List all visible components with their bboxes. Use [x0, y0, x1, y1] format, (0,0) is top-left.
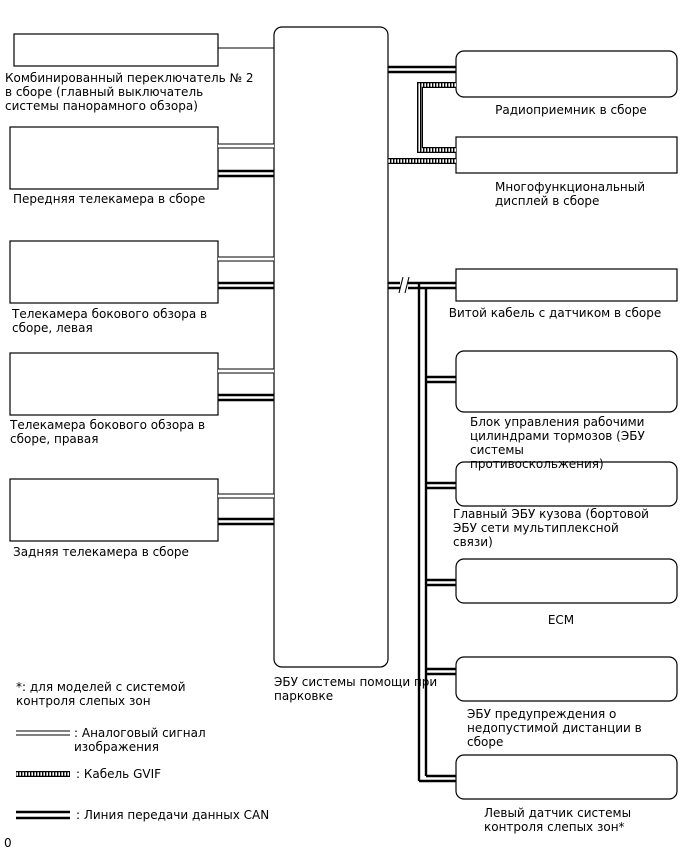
brake-actuator-label-line-1: Блок управления рабочими: [470, 415, 644, 429]
ecm-label: ECM: [548, 613, 574, 627]
clearance-warning-ecu-label-line-3: сборе: [467, 735, 503, 749]
can-bus-trunk: [388, 276, 456, 783]
ecm-label-line-1: ECM: [548, 613, 574, 627]
brake-actuator-label-line-4: противоскольжения): [470, 457, 604, 471]
radio-box: [455, 50, 678, 98]
ecm-box: [455, 558, 678, 604]
parking-ecu-label-line-2: парковке: [274, 689, 333, 703]
rear-camera-label-line-1: Задняя телекамера в сборе: [13, 545, 189, 559]
wire-rear-camera: [218, 493, 274, 526]
wire-radio-display-gvif: [417, 82, 456, 153]
front-camera-label: Передняя телекамера в сборе: [13, 192, 205, 206]
main-body-ecu-label-line-3: связи): [453, 535, 493, 549]
legend-can-symbol: [16, 810, 70, 820]
legend-can-label: : Линия передачи данных CAN: [76, 808, 269, 822]
side-camera-left-label-line-1: Телекамера бокового обзора в: [11, 307, 207, 321]
wire-front-camera: [218, 143, 274, 178]
side-camera-left-box: [9, 240, 219, 304]
blind-spot-sensor-label-line-1: Левый датчик системы: [484, 806, 631, 820]
corner-mark: 0: [4, 836, 12, 850]
front-camera-label-line-1: Передняя телекамера в сборе: [13, 192, 205, 206]
blind-spot-sensor-label-line-2: контроля слепых зон*: [484, 820, 625, 834]
combo-switch-label-line-2: в сборе (главный выключатель: [5, 85, 203, 99]
side-camera-left-label-line-2: сборе, левая: [12, 321, 93, 335]
rear-camera-box: [9, 478, 219, 542]
legend-analog-label: : Аналоговый сигнал: [74, 726, 206, 740]
front-camera-box: [9, 126, 219, 190]
spiral-cable-box: [455, 268, 678, 302]
clearance-warning-ecu-box: [455, 656, 678, 702]
wiring-lines: [16, 47, 456, 820]
multi-display-label-line-1: Многофункциональный: [495, 180, 645, 194]
legend-analog-label-2: изображения: [74, 740, 159, 754]
multi-display-box: [455, 136, 678, 174]
wire-side-camera-left: [218, 256, 274, 290]
side-camera-right-label-line-2: сборе, правая: [10, 432, 98, 446]
wire-side-camera-right: [218, 368, 274, 402]
brake-actuator-label-line-2: цилиндрами тормозов (ЭБУ: [470, 429, 645, 443]
legend-gvif-label: : Кабель GVIF: [76, 767, 161, 781]
brake-actuator-box: [455, 350, 678, 413]
combo-switch-label-line-3: системы панорамного обзора): [5, 99, 198, 113]
combo-switch-label-line-1: Комбинированный переключатель № 2: [5, 71, 253, 85]
spiral-cable-label: Витой кабель с датчиком в сборе: [449, 306, 662, 320]
clearance-warning-ecu-label-line-1: ЭБУ предупреждения о: [467, 707, 616, 721]
footnote-line-1: *: для моделей с системой: [16, 680, 186, 694]
rear-camera-label: Задняя телекамера в сборе: [13, 545, 189, 559]
footnote-line-2: контроля слепых зон: [16, 694, 151, 708]
combo-switch-box: [13, 33, 219, 67]
main-body-ecu-label-line-1: Главный ЭБУ кузова (бортовой: [453, 507, 649, 521]
side-camera-right-box: [9, 352, 219, 416]
side-camera-right-label-line-1: Телекамера бокового обзора в: [9, 418, 205, 432]
wire-radio-can: [388, 65, 456, 74]
radio-label-line-1: Радиоприемник в сборе: [495, 103, 647, 117]
parking-ecu-label-line-1: ЭБУ системы помощи при: [274, 675, 437, 689]
parking-ecu-box: [273, 26, 389, 668]
clearance-warning-ecu-label-line-2: недопустимой дистанции в: [467, 721, 642, 735]
radio-label: Радиоприемник в сборе: [495, 103, 647, 117]
spiral-cable-label-line-1: Витой кабель с датчиком в сборе: [449, 306, 662, 320]
blind-spot-sensor-box: [455, 754, 678, 800]
multi-display-label-line-2: дисплей в сборе: [495, 194, 599, 208]
main-body-ecu-label-line-2: ЭБУ сети мультиплексной: [453, 521, 619, 535]
brake-actuator-label-line-3: системы: [470, 443, 524, 457]
